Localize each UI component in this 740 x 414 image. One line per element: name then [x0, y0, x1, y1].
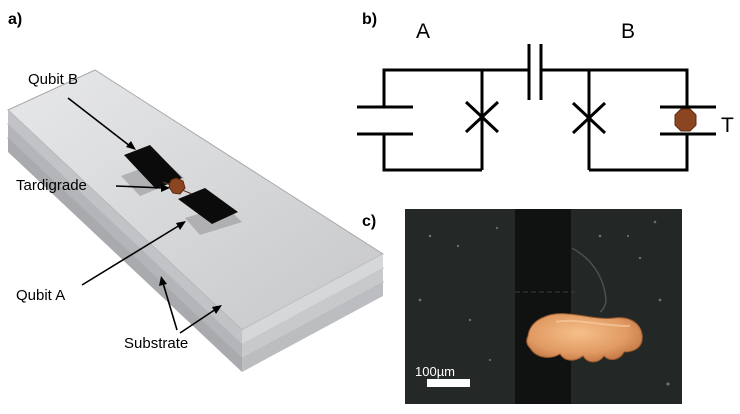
scale-bar: [427, 379, 470, 387]
junction-b-cross: [571, 101, 607, 135]
panel-a: a): [7, 11, 384, 372]
label-qubit-b: Qubit B: [28, 71, 78, 88]
micrograph-image: 100µm: [405, 209, 682, 404]
qubit-b-pad: [124, 145, 182, 189]
tardigrade-marker-label: T: [721, 114, 734, 137]
junction-a-cross: [464, 100, 500, 134]
leader-arrows: [67, 97, 222, 334]
label-tardigrade: Tardigrade: [16, 177, 87, 194]
qubit-a-pad: [178, 188, 238, 224]
panel-c-letter: c): [362, 213, 376, 230]
tardigrade-circuit-marker: [674, 108, 697, 132]
node-b-label: B: [621, 20, 635, 43]
substrate-slab: [7, 69, 384, 372]
label-qubit-a: Qubit A: [16, 287, 65, 304]
node-a-label: A: [416, 20, 430, 43]
label-substrate: Substrate: [124, 335, 188, 352]
tardigrade-photo: [526, 313, 643, 363]
panel-b: b) A B: [357, 11, 734, 172]
tardigrade-chip-marker: [168, 177, 186, 195]
panel-a-letter: a): [8, 11, 22, 28]
scale-bar-label: 100µm: [415, 364, 455, 379]
circuit-schematic: [357, 44, 716, 172]
panel-b-letter: b): [362, 11, 377, 28]
panel-c: c) 100µm: [362, 209, 682, 404]
